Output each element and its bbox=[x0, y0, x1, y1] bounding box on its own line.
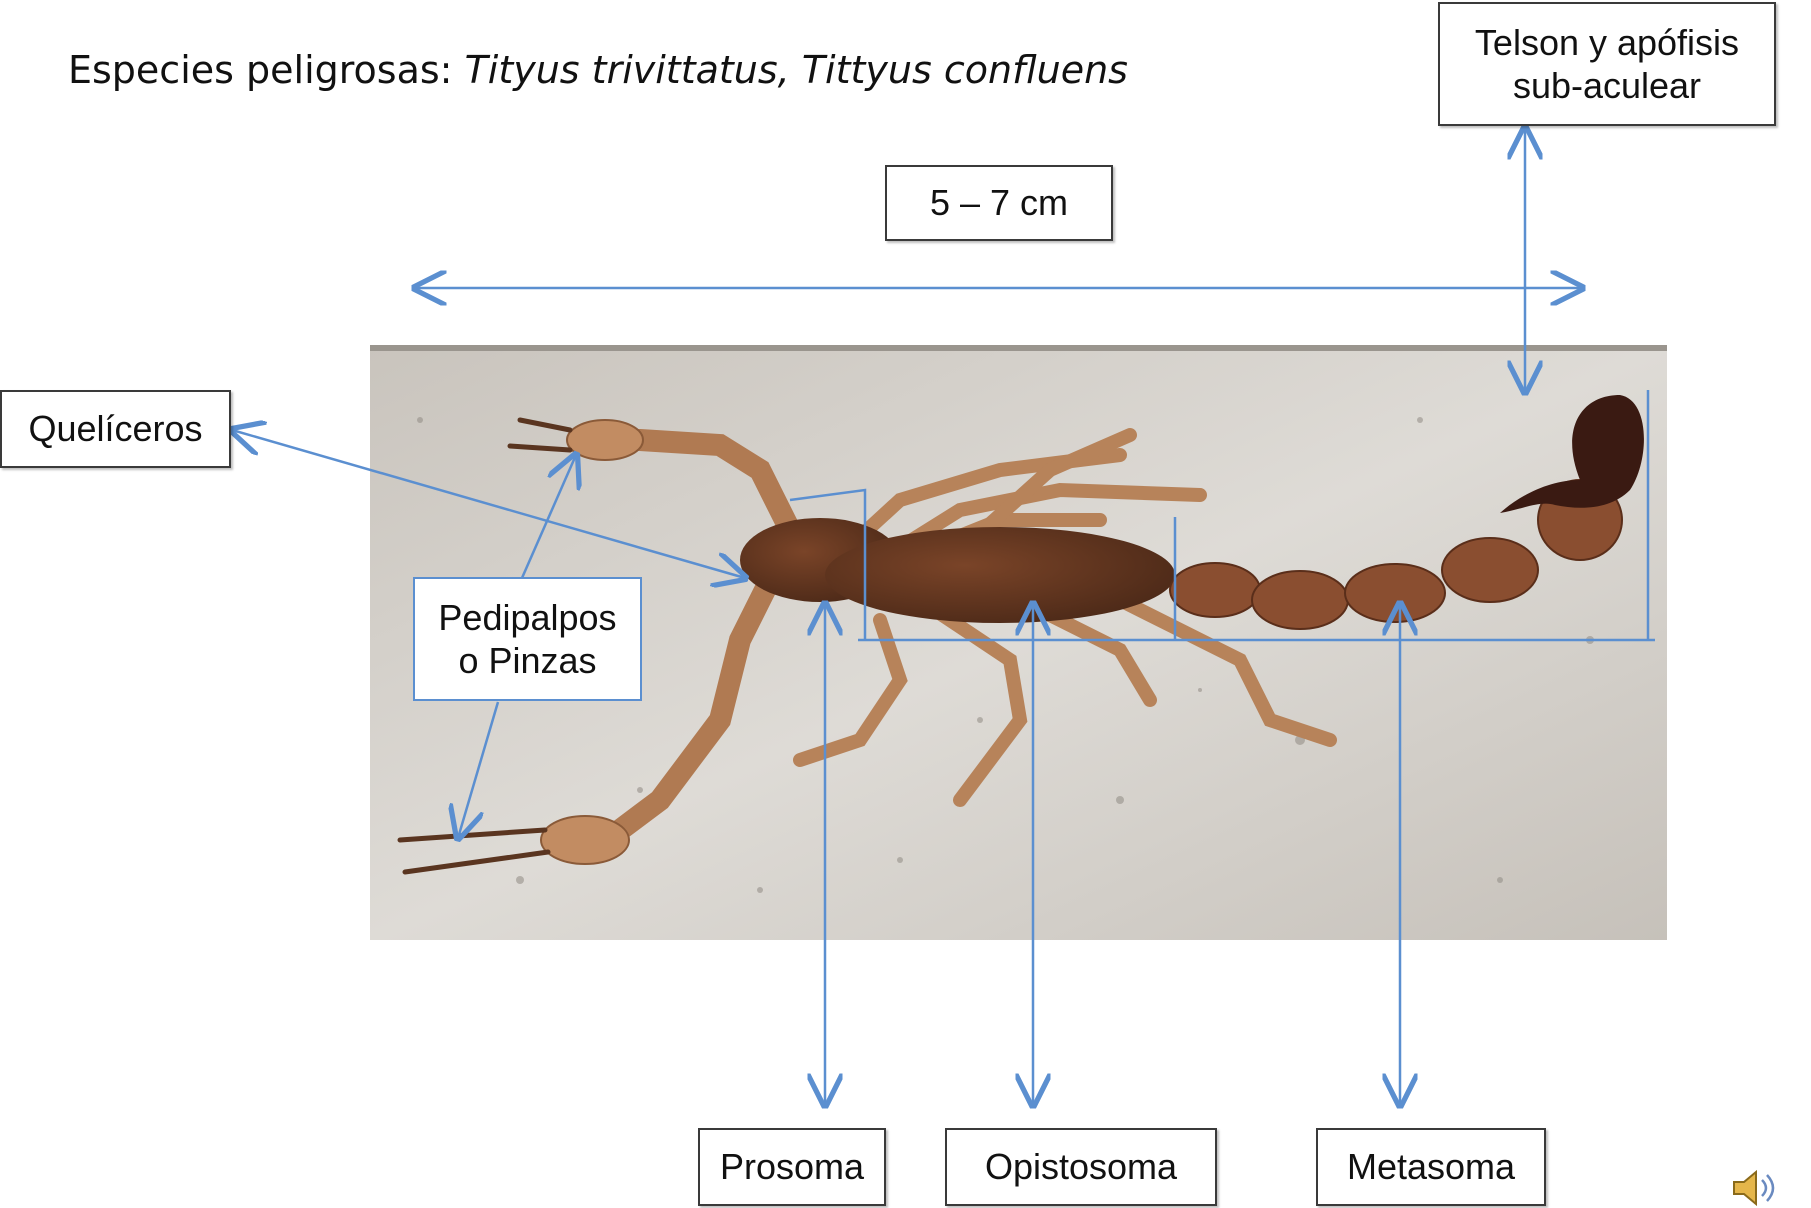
pedipalpos-lower-arrow bbox=[458, 702, 498, 838]
size-label: 5 – 7 cm bbox=[885, 165, 1113, 241]
speaker-icon[interactable] bbox=[1730, 1168, 1786, 1208]
pedipalpos-label: Pedipalpos o Pinzas bbox=[413, 577, 642, 701]
prosoma-bracket bbox=[790, 490, 865, 640]
queliceros-label: Quelíceros bbox=[0, 390, 231, 468]
metasoma-label: Metasoma bbox=[1316, 1128, 1546, 1206]
opistosoma-label: Opistosoma bbox=[945, 1128, 1217, 1206]
prosoma-label: Prosoma bbox=[698, 1128, 886, 1206]
telson-label: Telson y apófisis sub-aculear bbox=[1438, 2, 1776, 126]
queliceros-arrow bbox=[232, 430, 745, 578]
